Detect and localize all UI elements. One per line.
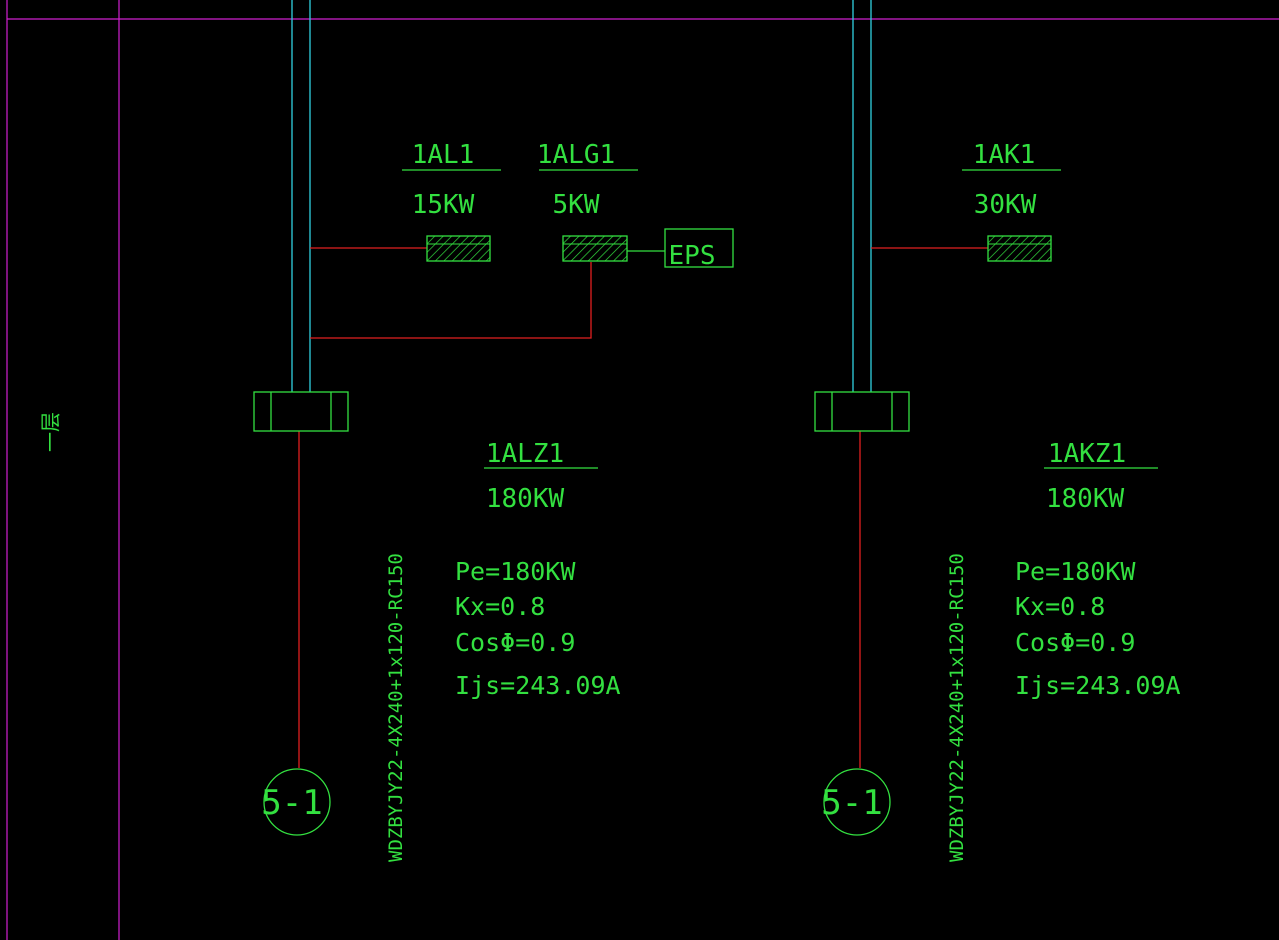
right-calc-kx: Kx=0.8 xyxy=(1015,592,1105,621)
tap-1alg1-label: 1ALG1 xyxy=(537,140,615,170)
right-riser-group: 1AK1 30KW 1AKZ1 180KW Pe=180KW Kx=0.8 Co… xyxy=(814,0,1181,862)
right-busway xyxy=(852,0,872,392)
left-riser-group: 1AL1 15KW 1ALG1 5KW EPS 1ALZ1 180KW Pe=1… xyxy=(253,0,734,862)
left-branch-1alg1 xyxy=(310,262,592,339)
right-cable-spec: WDZBYJY22-4X240+1x120-RC150 xyxy=(946,553,968,862)
left-calc-kx: Kx=0.8 xyxy=(455,592,545,621)
main-1alz1-label: 1ALZ1 xyxy=(486,439,564,469)
left-busway xyxy=(291,0,311,392)
left-branch-lines xyxy=(298,247,592,768)
main-1akz1-label: 1AKZ1 xyxy=(1048,439,1126,469)
left-node-circle xyxy=(263,768,331,836)
right-node-label: 5-1 xyxy=(821,783,882,823)
right-calc-ijs: Ijs=243.09A xyxy=(1015,671,1181,700)
left-calc-cos: CosΦ=0.9 xyxy=(455,628,575,657)
right-calc-pe: Pe=180KW xyxy=(1015,557,1136,586)
tap-1ak1-label: 1AK1 xyxy=(973,140,1036,170)
right-node-circle xyxy=(823,768,891,836)
right-branch-lines xyxy=(859,247,988,768)
left-calc-ijs: Ijs=243.09A xyxy=(455,671,621,700)
tap-1alg1-power: 5KW xyxy=(553,190,600,220)
left-node-label: 5-1 xyxy=(261,783,322,823)
floor-label: 一层 xyxy=(39,412,63,452)
tap-1al1-power: 15KW xyxy=(412,190,475,220)
eps-box xyxy=(664,228,734,268)
main-1alz1-power: 180KW xyxy=(486,484,565,514)
left-main-switch-box xyxy=(253,391,349,432)
main-1akz1-power: 180KW xyxy=(1046,484,1125,514)
left-cable-spec: WDZBYJY22-4X240+1x120-RC150 xyxy=(385,553,407,862)
eps-label: EPS xyxy=(669,241,716,271)
left-calc-pe: Pe=180KW xyxy=(455,557,576,586)
right-main-switch-box xyxy=(814,391,910,432)
drawing-frame xyxy=(6,0,1279,940)
right-calc-cos: CosΦ=0.9 xyxy=(1015,628,1135,657)
tap-1ak1-power: 30KW xyxy=(974,190,1037,220)
panel-1ak1-box xyxy=(987,235,1052,262)
panel-1alg1-box xyxy=(562,235,628,262)
panel-1al1-box xyxy=(426,235,491,262)
tap-1al1-label: 1AL1 xyxy=(412,140,475,170)
